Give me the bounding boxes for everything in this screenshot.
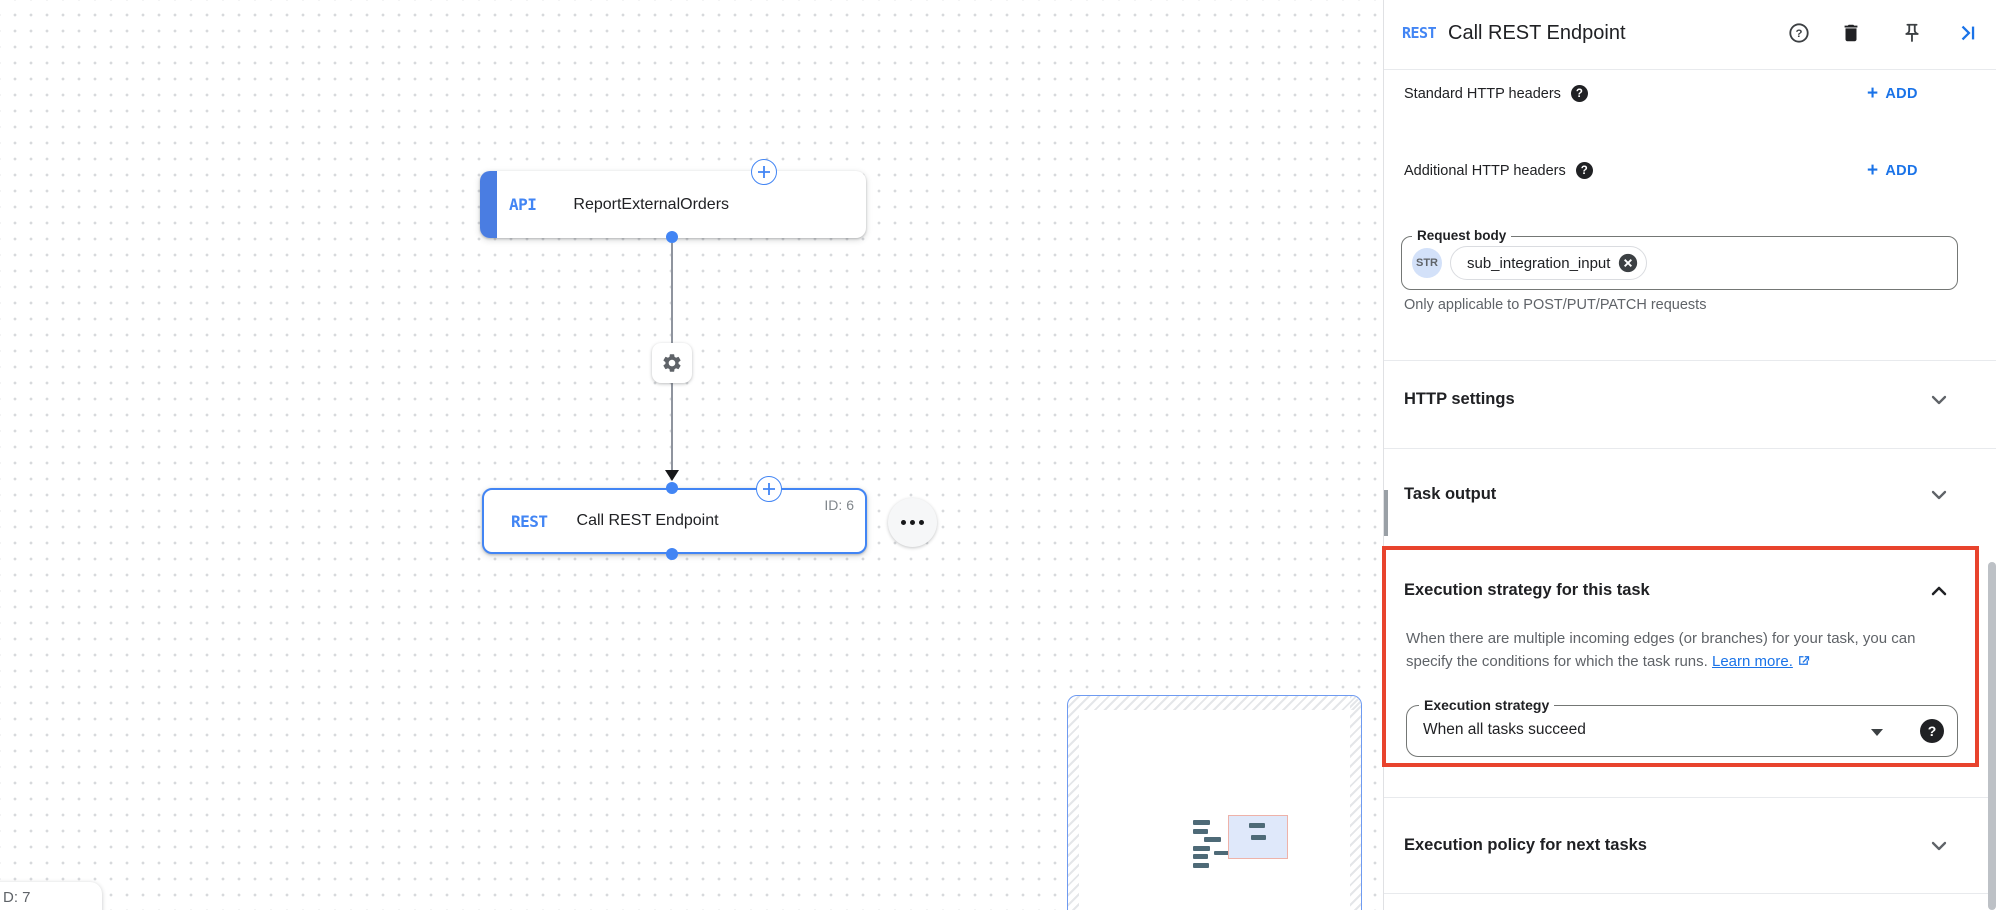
minimap-node-bar bbox=[1249, 823, 1265, 828]
divider bbox=[1384, 360, 1996, 361]
chevron-down-icon[interactable] bbox=[1927, 388, 1951, 412]
task-config-panel: REST Call REST Endpoint ? Standard HTTP … bbox=[1382, 0, 1996, 910]
help-filled-icon[interactable]: ? bbox=[1570, 85, 1588, 102]
add-additional-header-button[interactable]: + ADD bbox=[1867, 160, 1918, 181]
trigger-accent-bar bbox=[480, 171, 497, 238]
request-body-field-label: Request body bbox=[1412, 228, 1512, 243]
task-node-call-rest-endpoint[interactable]: REST Call REST Endpoint ID: 6 bbox=[482, 488, 867, 554]
partial-task-id-label: D: 7 bbox=[3, 889, 31, 906]
section-execution-policy: Execution policy for next tasks bbox=[1404, 836, 1647, 854]
minimap-node-bar bbox=[1193, 820, 1210, 825]
request-body-field[interactable]: Request body STR sub_integration_input bbox=[1401, 228, 1958, 290]
execution-strategy-description: When there are multiple incoming edges (… bbox=[1406, 630, 1916, 670]
section-http-settings: HTTP settings bbox=[1404, 390, 1515, 408]
learn-more-link[interactable]: Learn more. bbox=[1712, 653, 1793, 670]
trigger-output-port[interactable] bbox=[666, 231, 678, 243]
canvas-minimap[interactable] bbox=[1067, 695, 1362, 910]
partial-task-node[interactable]: D: 7 bbox=[0, 882, 102, 910]
edge-config-button[interactable] bbox=[652, 343, 692, 383]
plus-icon: + bbox=[1867, 83, 1879, 104]
request-body-value-chip[interactable]: sub_integration_input bbox=[1450, 246, 1648, 280]
minimap-node-bar bbox=[1193, 846, 1210, 851]
dot-icon bbox=[919, 520, 924, 525]
gear-icon bbox=[663, 354, 681, 372]
minimap-node-bar bbox=[1193, 863, 1209, 868]
rest-task-badge: REST bbox=[511, 511, 548, 531]
api-trigger-badge: API bbox=[509, 195, 537, 214]
minimap-node-bar bbox=[1193, 854, 1208, 859]
section-execution-strategy: Execution strategy for this task bbox=[1404, 581, 1650, 599]
minimap-hatch bbox=[1350, 696, 1361, 910]
minimap-node-bar bbox=[1251, 835, 1266, 840]
dot-icon bbox=[901, 520, 906, 525]
plus-icon bbox=[763, 483, 775, 495]
task-id-label: ID: 6 bbox=[824, 497, 854, 513]
minimap-node-bar bbox=[1214, 851, 1230, 855]
panel-scrollbar[interactable] bbox=[1988, 562, 1996, 910]
plus-icon bbox=[758, 166, 770, 178]
help-filled-icon[interactable]: ? bbox=[1575, 162, 1593, 179]
help-icon[interactable]: ? bbox=[1788, 22, 1810, 44]
task-output-port[interactable] bbox=[666, 548, 678, 560]
chevron-down-icon[interactable] bbox=[1927, 834, 1951, 858]
execution-strategy-field-label: Execution strategy bbox=[1419, 697, 1555, 713]
add-edge-button-trigger[interactable] bbox=[751, 159, 777, 185]
flow-canvas[interactable]: API ReportExternalOrders REST Call REST … bbox=[0, 0, 1383, 910]
pin-icon[interactable] bbox=[1901, 22, 1923, 44]
divider bbox=[1384, 448, 1996, 449]
collapse-panel-icon[interactable] bbox=[1957, 22, 1979, 44]
help-filled-icon[interactable]: ? bbox=[1920, 719, 1944, 743]
divider bbox=[1384, 797, 1996, 798]
add-edge-button-task[interactable] bbox=[756, 476, 782, 502]
standard-http-headers-label: Standard HTTP headers ? bbox=[1404, 85, 1588, 102]
panel-title: Call REST Endpoint bbox=[1448, 22, 1626, 44]
request-body-helper-text: Only applicable to POST/PUT/PATCH reques… bbox=[1404, 297, 1707, 313]
minimap-hatch bbox=[1068, 696, 1361, 710]
edge-arrowhead-icon bbox=[665, 470, 679, 481]
chevron-up-icon[interactable] bbox=[1927, 579, 1951, 603]
minimap-viewport[interactable] bbox=[1228, 815, 1288, 859]
external-link-icon bbox=[1799, 656, 1809, 665]
remove-chip-icon[interactable] bbox=[1618, 253, 1638, 273]
chevron-down-icon[interactable] bbox=[1927, 483, 1951, 507]
dot-icon bbox=[910, 520, 915, 525]
add-standard-header-button[interactable]: + ADD bbox=[1867, 83, 1918, 104]
trigger-node-label: ReportExternalOrders bbox=[573, 195, 730, 213]
panel-header: REST Call REST Endpoint ? bbox=[1384, 0, 1996, 70]
execution-strategy-value: When all tasks succeed bbox=[1423, 721, 1586, 738]
rest-panel-badge: REST bbox=[1402, 24, 1437, 42]
additional-http-headers-label: Additional HTTP headers ? bbox=[1404, 162, 1593, 179]
minimap-node-bar bbox=[1204, 837, 1221, 842]
plus-icon: + bbox=[1867, 160, 1879, 181]
minimap-node-bar bbox=[1193, 829, 1208, 834]
delete-icon[interactable] bbox=[1840, 22, 1862, 44]
task-more-options-button[interactable] bbox=[888, 498, 937, 547]
trigger-node-report-external-orders[interactable]: API ReportExternalOrders bbox=[480, 171, 866, 238]
dropdown-caret-icon[interactable] bbox=[1871, 729, 1883, 736]
execution-strategy-select[interactable]: Execution strategy When all tasks succee… bbox=[1406, 697, 1958, 757]
string-type-chip: STR bbox=[1412, 248, 1442, 278]
svg-text:?: ? bbox=[1796, 28, 1803, 40]
panel-scroll-indicator bbox=[1384, 490, 1388, 536]
section-task-output: Task output bbox=[1404, 485, 1497, 503]
minimap-hatch bbox=[1068, 696, 1079, 910]
task-node-label: Call REST Endpoint bbox=[576, 512, 719, 529]
divider bbox=[1384, 893, 1996, 894]
task-input-port[interactable] bbox=[666, 482, 678, 494]
